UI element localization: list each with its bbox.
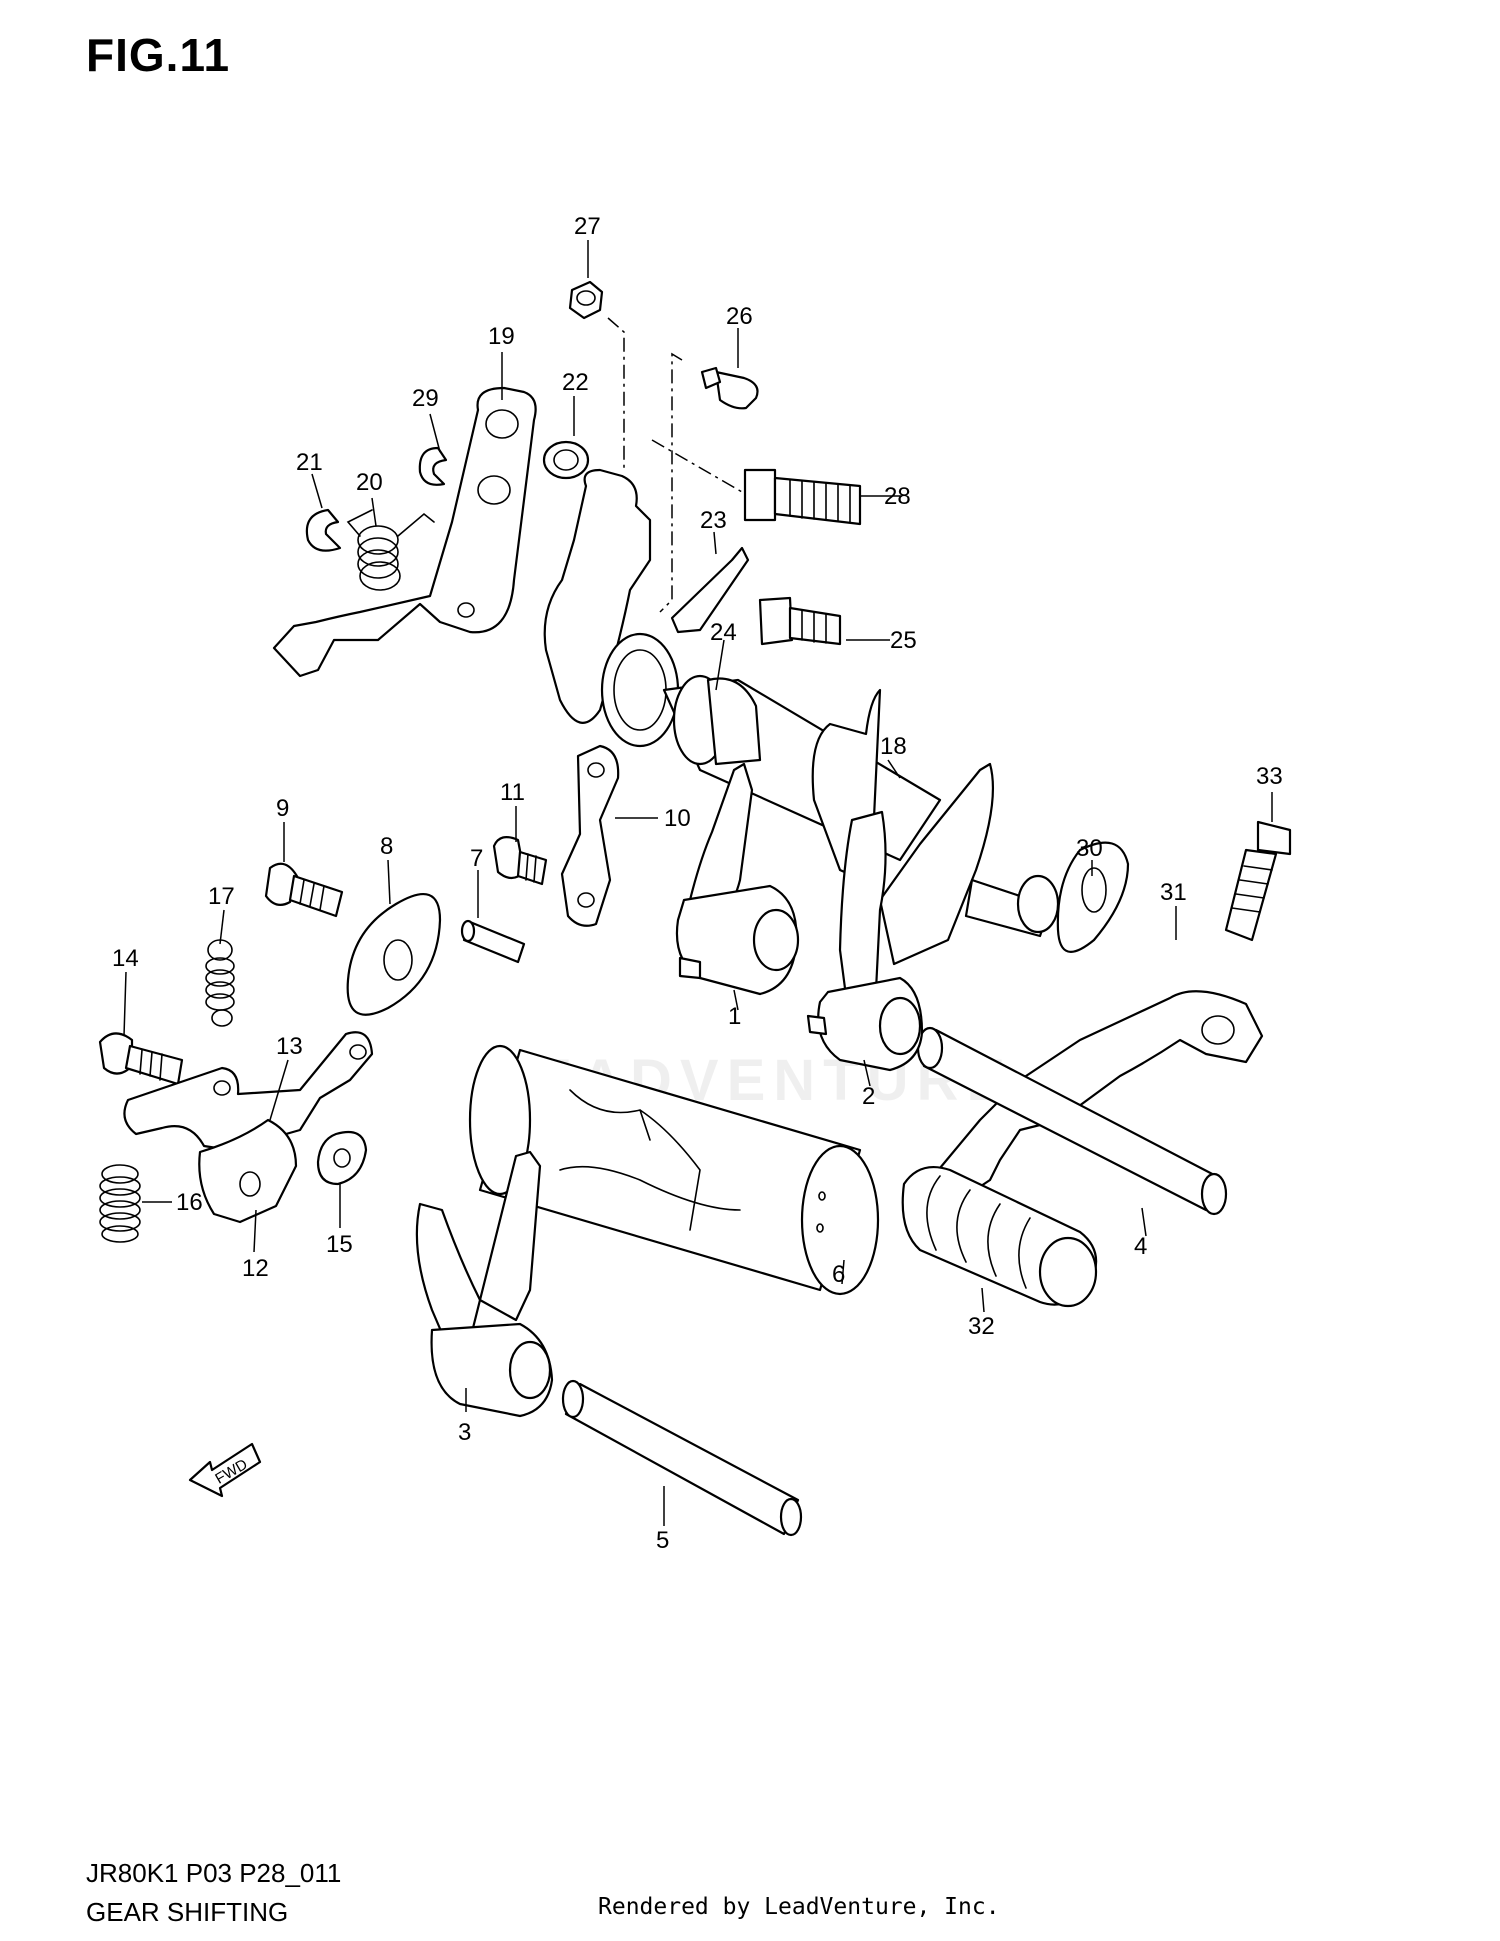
part-14-bolt: [98, 1032, 184, 1086]
callout-6: 6: [832, 1261, 845, 1288]
callout-27: 27: [574, 213, 601, 240]
callout-33: 33: [1256, 763, 1283, 790]
part-20-spring: [346, 509, 435, 591]
part-9-screw: [264, 862, 344, 918]
footer-model-code: JR80K1 P03 P28_011: [86, 1858, 342, 1888]
callout-17: 17: [208, 883, 235, 910]
part-25-bolt: [758, 596, 842, 646]
assembly-line-27: [607, 317, 625, 472]
leader-lines: [123, 240, 1273, 1526]
footer-rendered-by: Rendered by LeadVenture, Inc.: [598, 1894, 1000, 1920]
part-28-bolt: [743, 468, 862, 526]
callout-9: 9: [276, 795, 289, 822]
callout-1: 1: [728, 1003, 741, 1030]
part-17-spring: [205, 939, 235, 1027]
footer-section-name: GEAR SHIFTING: [86, 1897, 289, 1927]
callout-19: 19: [488, 323, 515, 350]
callout-23: 23: [700, 507, 727, 534]
callout-11: 11: [500, 779, 525, 806]
callout-18: 18: [880, 733, 907, 760]
callout-8: 8: [380, 833, 393, 860]
part-33-bolt: [1224, 820, 1292, 942]
fwd-arrow: FWD: [188, 1442, 262, 1498]
callout-21: 21: [296, 449, 323, 476]
part-16-spring: [99, 1164, 141, 1243]
callout-26: 26: [726, 303, 753, 330]
shaft-spline-end: [964, 874, 1060, 938]
part-23-stopper: [670, 546, 750, 634]
callout-28: 28: [884, 483, 911, 510]
callout-4: 4: [1134, 1233, 1147, 1260]
callout-10: 10: [664, 805, 691, 832]
part-29-circlip: [418, 446, 448, 486]
callout-25: 25: [890, 627, 917, 654]
part-5-fork-shaft: [561, 1379, 803, 1537]
part-12-plate: [198, 1118, 298, 1224]
callout-7: 7: [470, 845, 483, 872]
callout-29: 29: [412, 385, 439, 412]
part-15-washer: [316, 1130, 368, 1186]
part-32-pedal-rubber: [901, 1166, 1098, 1308]
callout-labels: 27 26 19 22 29 21 20 28 23 25 24 18 33 1…: [112, 213, 1283, 1554]
part-13-stopper-arm: [123, 1031, 374, 1152]
part-26-pin: [700, 366, 759, 410]
callout-15: 15: [326, 1231, 353, 1258]
callout-16: 16: [176, 1189, 203, 1216]
callout-22: 22: [562, 369, 589, 396]
part-3-shift-fork: [415, 1150, 554, 1418]
part-22-collar: [542, 440, 590, 480]
callout-32: 32: [968, 1313, 995, 1340]
callout-3: 3: [458, 1419, 471, 1446]
part-10-cam-plate: [560, 744, 620, 927]
callout-13: 13: [276, 1033, 303, 1060]
part-19-shift-arm: [272, 386, 537, 678]
part-8-washer: [346, 893, 442, 1016]
part-1-shift-fork: [675, 762, 800, 996]
part-30-oil-seal: [1056, 841, 1130, 953]
part-27-nut: [568, 280, 604, 320]
assembly-line-28: [651, 439, 743, 493]
callout-14: 14: [112, 945, 139, 972]
callout-5: 5: [656, 1527, 669, 1554]
part-21-circlip: [305, 508, 342, 552]
callout-20: 20: [356, 469, 383, 496]
callout-12: 12: [242, 1255, 269, 1282]
callout-31: 31: [1160, 879, 1187, 906]
assembly-line-26: [659, 352, 683, 613]
part-7-pin: [460, 919, 526, 964]
part-11-screw: [492, 835, 548, 886]
figure-title: FIG.11: [86, 29, 231, 81]
part-4-fork-shaft: [916, 1026, 1228, 1216]
callout-24: 24: [710, 619, 737, 646]
part-2-shift-fork: [806, 810, 924, 1072]
callout-2: 2: [862, 1083, 875, 1110]
callout-30: 30: [1076, 835, 1103, 862]
